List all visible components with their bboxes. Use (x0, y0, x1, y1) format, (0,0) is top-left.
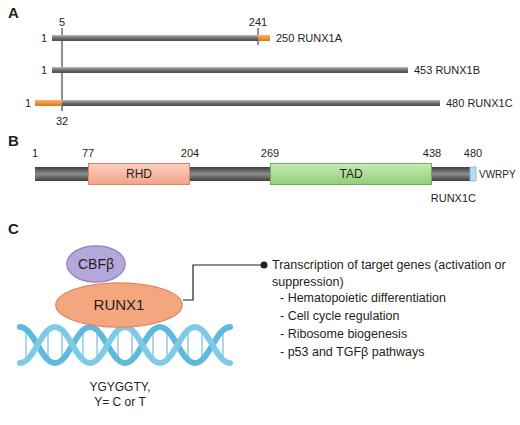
target-heading: Transcription of target genes (activatio… (272, 257, 507, 291)
residue-number: 32 (56, 115, 68, 128)
isoform-bar (52, 67, 408, 73)
panel-letter: C (8, 222, 19, 235)
protein-ellipse: RUNX1 (55, 282, 183, 328)
target-item: - Hematopoietic differentiation (280, 292, 446, 305)
target-item: - Ribosome biogenesis (280, 328, 407, 341)
residue-number: 77 (82, 147, 94, 160)
node-label: CBFβ (78, 257, 114, 271)
isoform-unique-segment (35, 100, 62, 106)
isoform-label: 480 RUNX1C (446, 97, 513, 110)
residue-number: 241 (249, 16, 267, 29)
node-label: RUNX1 (94, 298, 145, 312)
protein-ellipse: CBFβ (66, 245, 126, 283)
dna-rungs (26, 331, 223, 359)
domain-box: TAD (270, 163, 432, 185)
residue-number: 1 (41, 32, 47, 45)
isoform-unique-segment (258, 35, 270, 41)
target-item: - Cell cycle regulation (280, 310, 400, 323)
isoform-label: 453 RUNX1B (414, 64, 480, 77)
domain-box: RHD (88, 163, 190, 185)
residue-number: 1 (32, 147, 38, 160)
motif-label: VWRPY (479, 168, 516, 181)
residue-number: 1 (25, 97, 31, 110)
residue-number: 5 (59, 16, 65, 29)
residue-number: 480 (464, 147, 482, 160)
isoform-bar (52, 35, 258, 41)
residue-number: 1 (41, 64, 47, 77)
target-item: - p53 and TGFβ pathways (280, 346, 425, 359)
isoform-bar (62, 100, 440, 106)
panel-letter: B (8, 134, 19, 147)
panel-letter: A (8, 6, 19, 19)
node-label: TAD (339, 167, 362, 181)
bullet-dot (261, 262, 268, 269)
dna-strand (20, 327, 230, 363)
leader-line (183, 265, 262, 300)
motif-segment (470, 167, 476, 181)
node-label: RHD (126, 167, 152, 181)
isoform-label: RUNX1C (431, 192, 476, 205)
residue-number: 204 (181, 147, 199, 160)
residue-number: 438 (423, 147, 441, 160)
dna-strand (20, 327, 230, 363)
consensus-motif: YGYGGTY, Y= C or T (82, 380, 158, 410)
isoform-label: 250 RUNX1A (276, 32, 342, 45)
residue-number: 269 (261, 147, 279, 160)
